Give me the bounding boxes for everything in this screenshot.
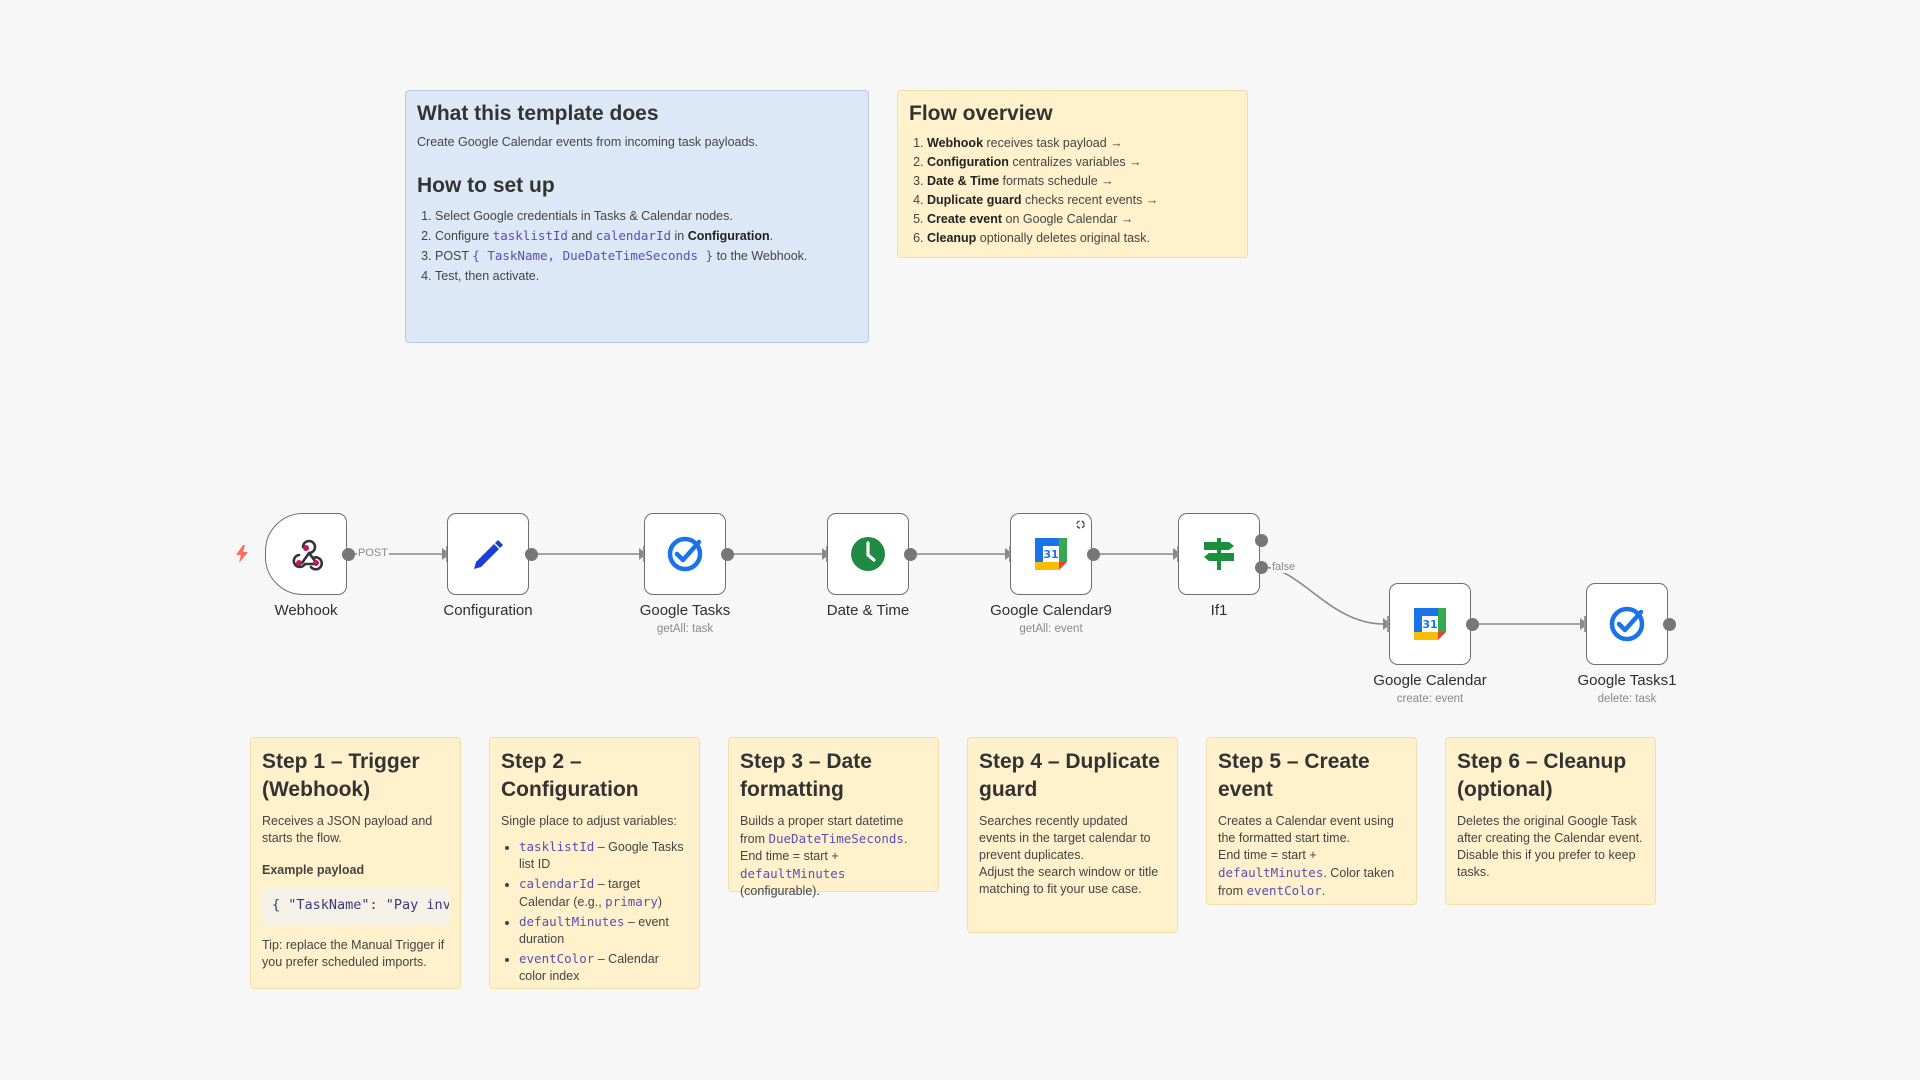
setup-steps-list: Select Google credentials in Tasks & Cal…	[417, 206, 857, 286]
google-tasks-icon	[667, 536, 703, 572]
setup-step: Select Google credentials in Tasks & Cal…	[435, 206, 857, 226]
note-step1[interactable]: Step 1 – Trigger (Webhook) Receives a JS…	[250, 737, 461, 989]
node-label: Google Tasks1	[1577, 672, 1677, 689]
note-flow-overview[interactable]: Flow overview Webhook receives task payl…	[897, 90, 1248, 258]
overview-item: Configuration centralizes variables →	[927, 153, 1236, 172]
refresh-icon	[1076, 520, 1085, 529]
node-sublabel: create: event	[1396, 693, 1464, 705]
node-google-calendar[interactable]: 31	[1389, 583, 1471, 665]
node-label: Google Calendar	[1373, 672, 1487, 689]
step1-example-code[interactable]: { "TaskName": "Pay invoice", "DueDateTim…	[262, 886, 449, 925]
overview-item: Create event on Google Calendar →	[927, 210, 1236, 229]
node-date-time[interactable]	[827, 513, 909, 595]
node-configuration[interactable]	[447, 513, 529, 595]
node-google-tasks1[interactable]	[1586, 583, 1668, 665]
node-label: If1	[1210, 602, 1228, 619]
overview-item: Date & Time formats schedule →	[927, 172, 1236, 191]
connection-label-false: false	[1271, 561, 1297, 573]
clock-icon	[851, 537, 885, 571]
step3-title: Step 3 – Date formatting	[740, 750, 872, 802]
connection-label-post: POST	[357, 547, 389, 559]
node-label: Webhook	[274, 602, 338, 619]
webhook-icon	[292, 539, 323, 571]
setup-step: POST { TaskName, DueDateTimeSeconds } to…	[435, 246, 857, 266]
node-google-tasks[interactable]	[644, 513, 726, 595]
output-port[interactable]	[721, 548, 734, 561]
node-label: Google Tasks	[639, 602, 731, 619]
node-google-calendar9[interactable]: 31	[1010, 513, 1092, 595]
google-calendar-icon: 31	[1414, 608, 1446, 640]
overview-list: Webhook receives task payload → Configur…	[909, 134, 1236, 248]
note-title: What this template does	[417, 102, 659, 125]
step1-example-label: Example payload	[262, 862, 365, 877]
node-webhook[interactable]	[265, 513, 347, 595]
node-label: Google Calendar9	[990, 602, 1112, 619]
svg-text:31: 31	[1043, 548, 1058, 561]
step5-title: Step 5 – Create event	[1218, 750, 1370, 802]
note-template-info[interactable]: What this template does Create Google Ca…	[405, 90, 869, 343]
step5-text: Creates a Calendar event using the forma…	[1218, 813, 1395, 898]
step2-var: calendarId – target Calendar (e.g., prim…	[519, 875, 688, 911]
step2-title: Step 2 – Configuration	[501, 750, 639, 802]
step4-title: Step 4 – Duplicate guard	[979, 750, 1160, 802]
output-port[interactable]	[342, 548, 355, 561]
node-label: Configuration	[443, 602, 533, 619]
note-step6[interactable]: Step 6 – Cleanup (optional) Deletes the …	[1445, 737, 1656, 905]
note-step3[interactable]: Step 3 – Date formatting Builds a proper…	[728, 737, 939, 898]
step6-title: Step 6 – Cleanup (optional)	[1457, 750, 1627, 802]
overview-item: Duplicate guard checks recent events →	[927, 191, 1236, 210]
step4-text: Searches recently updated events in the …	[979, 813, 1159, 896]
google-calendar-icon: 31	[1035, 538, 1067, 570]
note-step5[interactable]: Step 5 – Create event Creates a Calendar…	[1206, 737, 1417, 905]
step2-var: defaultMinutes – event duration	[519, 913, 688, 948]
pencil-icon	[474, 540, 503, 569]
node-label: Date & Time	[826, 602, 910, 619]
svg-text:31: 31	[1422, 618, 1437, 631]
node-if1[interactable]	[1178, 513, 1260, 595]
note-step2[interactable]: Step 2 – Configuration Single place to a…	[489, 737, 700, 989]
node-sublabel: getAll: event	[1019, 623, 1083, 635]
signpost-icon	[1204, 538, 1234, 570]
setup-step: Test, then activate.	[435, 266, 857, 286]
step1-text: Receives a JSON payload and starts the f…	[262, 813, 433, 845]
output-port[interactable]	[1466, 618, 1479, 631]
step6-text: Deletes the original Google Task after c…	[1457, 813, 1643, 879]
note-step4[interactable]: Step 4 – Duplicate guard Searches recent…	[967, 737, 1178, 933]
overview-title: Flow overview	[909, 102, 1053, 125]
setup-title: How to set up	[417, 174, 555, 198]
setup-step: Configure tasklistId and calendarId in C…	[435, 226, 857, 246]
step3-text: Builds a proper start datetime from DueD…	[740, 813, 908, 898]
step1-tip: Tip: replace the Manual Trigger if you p…	[262, 937, 445, 969]
overview-item: Cleanup optionally deletes original task…	[927, 229, 1236, 248]
step2-var: tasklistId – Google Tasks list ID	[519, 838, 688, 873]
output-port[interactable]	[1663, 618, 1676, 631]
output-port-true[interactable]	[1255, 534, 1268, 547]
node-sublabel: delete: task	[1597, 693, 1657, 705]
step2-var: eventColor – Calendar color index	[519, 950, 688, 985]
output-port[interactable]	[1087, 548, 1100, 561]
google-tasks-icon	[1609, 606, 1645, 642]
step2-intro: Single place to adjust variables:	[501, 813, 677, 828]
overview-item: Webhook receives task payload →	[927, 134, 1236, 153]
output-port[interactable]	[904, 548, 917, 561]
step1-title: Step 1 – Trigger (Webhook)	[262, 750, 420, 802]
output-port[interactable]	[525, 548, 538, 561]
note-description: Create Google Calendar events from incom…	[417, 135, 759, 150]
step2-vars-list: tasklistId – Google Tasks list ID calend…	[501, 838, 688, 985]
trigger-bolt-icon	[236, 545, 248, 563]
output-port-false[interactable]	[1255, 561, 1268, 574]
node-sublabel: getAll: task	[656, 623, 714, 635]
